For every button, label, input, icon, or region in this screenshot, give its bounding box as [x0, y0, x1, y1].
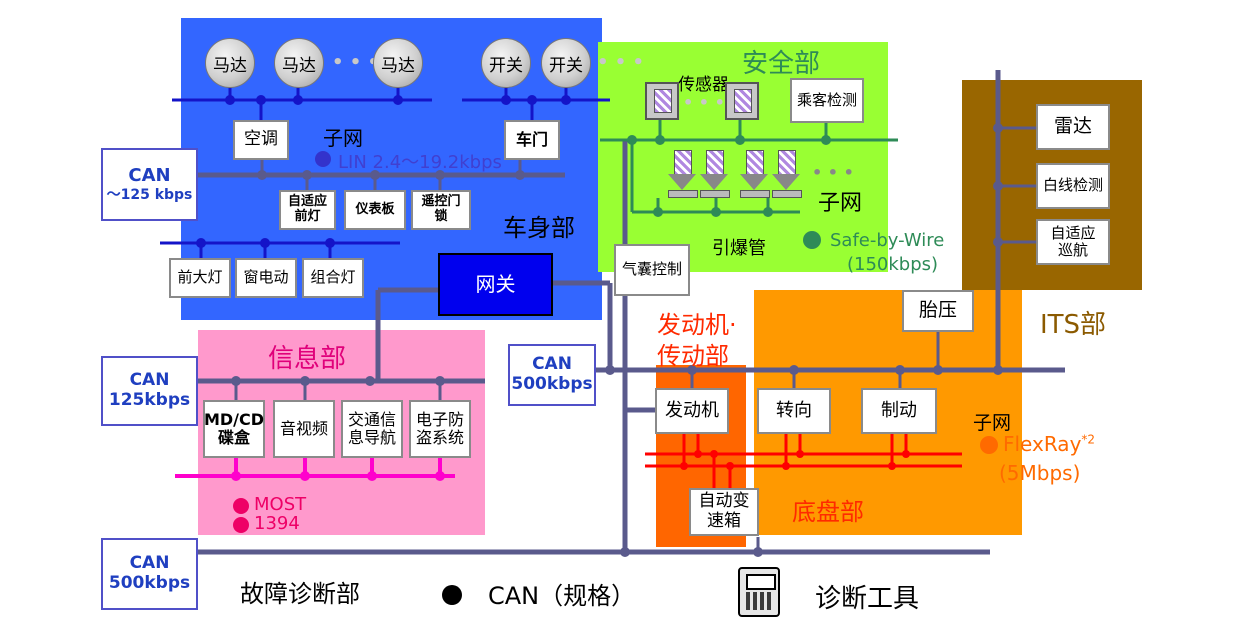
can-info-label-1: CAN	[129, 370, 170, 391]
can-diagnosis-label-2: 500kbps	[108, 573, 191, 593]
motor-node-1: 马达	[205, 38, 255, 88]
remote-lock-label-2: 锁	[434, 209, 448, 224]
safety-region-title: 安全部	[742, 49, 821, 79]
lin-bullet-icon	[315, 151, 331, 167]
detonator-ellipsis: • • •	[812, 163, 854, 182]
adaptive-cruise-label-1: 自适应	[1050, 223, 1096, 242]
motor-node-2: 马达	[274, 38, 324, 88]
most-bullet-icon	[233, 498, 249, 514]
navigation-label-1: 交通信	[347, 409, 396, 429]
remote-lock-label-1: 遥控门	[421, 194, 461, 210]
sensor-icon-1	[645, 82, 679, 120]
lin-label: LIN 2.4～19.2kbps	[338, 152, 502, 173]
switch-ellipsis: • • •	[597, 52, 645, 73]
motor-node-3: 马达	[373, 38, 423, 88]
flexray-bullet-icon	[980, 436, 998, 454]
adaptive-headlamp-node: 自适应 前灯	[279, 190, 336, 230]
auto-transmission-label-2: 速箱	[707, 511, 741, 531]
brake-node: 制动	[861, 388, 937, 434]
engine-node: 发动机	[655, 388, 729, 434]
can-info-label: CAN 125kbps	[101, 356, 198, 426]
adaptive-cruise-label-2: 巡航	[1057, 241, 1088, 259]
remote-lock-node: 遥控门 锁	[411, 190, 471, 230]
combo-lamp-node: 组合灯	[302, 258, 364, 298]
airbag-control-node: 气囊控制	[614, 244, 690, 296]
steering-node: 转向	[757, 388, 831, 434]
sensor-label: 传感器	[678, 75, 729, 95]
md-cd-label-1: MD/CD	[203, 409, 265, 429]
can-diagnosis-label-1: CAN	[129, 553, 170, 574]
safe-by-wire-speed: (150kbps)	[847, 254, 939, 275]
switch-node-2: 开关	[541, 38, 591, 88]
flexray-speed: (5Mbps)	[999, 461, 1081, 485]
chassis-region-title: 底盘部	[792, 498, 864, 526]
navigation-label-2: 息导航	[347, 428, 396, 447]
chassis-subnet-label: 子网	[973, 412, 1012, 434]
can-diagnosis-label: CAN 500kbps	[101, 538, 198, 610]
powertrain-region-title-2: 传动部	[657, 342, 729, 370]
safety-subnet-label: 子网	[818, 191, 863, 216]
diagnostic-tool-icon	[738, 567, 780, 617]
safe-by-wire-label: Safe-by-Wire	[830, 230, 945, 251]
powertrain-region-title-1: 发动机·	[657, 311, 737, 339]
adaptive-cruise-node: 自适应 巡航	[1036, 219, 1110, 265]
can-body-label-1: CAN	[128, 165, 171, 187]
auto-transmission-label-1: 自动变	[698, 491, 750, 512]
detonator-label: 引爆管	[712, 238, 766, 259]
radar-node: 雷达	[1036, 104, 1110, 150]
safe-by-wire-bullet-icon	[803, 231, 821, 249]
can-powertrain-label-1: CAN	[532, 354, 572, 375]
audio-video-node: 音视频	[273, 400, 335, 458]
body-subnet-label: 子网	[323, 126, 363, 150]
can-body-label-2: ～125 kbps	[106, 186, 193, 203]
most-label: MOST	[254, 494, 307, 515]
flexray-label: FlexRay*2	[1003, 432, 1095, 456]
can-standard-bullet-icon	[442, 585, 462, 605]
auto-transmission-node: 自动变 速箱	[689, 488, 759, 536]
sensor-ellipsis: • • •	[683, 93, 725, 112]
can-standard-label: CAN（规格）	[488, 582, 636, 610]
detonator-icon-2	[700, 150, 730, 198]
adaptive-headlamp-label-2: 前灯	[294, 209, 321, 224]
tire-pressure-node: 胎压	[902, 290, 974, 332]
can-powertrain-label: CAN 500kbps	[508, 344, 596, 406]
gateway-node[interactable]: 网关	[438, 253, 553, 316]
detonator-icon-3	[740, 150, 770, 198]
md-cd-label-2: 碟盒	[217, 428, 250, 447]
can-body-label: CAN ～125 kbps	[101, 148, 198, 221]
air-conditioner-node: 空调	[233, 120, 289, 160]
anti-theft-node: 电子防 盗系统	[409, 400, 471, 458]
motor-ellipsis: • • •	[332, 52, 380, 73]
anti-theft-label-2: 盗系统	[415, 428, 464, 447]
switch-node-1: 开关	[481, 38, 531, 88]
diagnosis-region-title: 故障诊断部	[240, 580, 360, 608]
its-region-title: ITS部	[1040, 310, 1107, 340]
diagnostic-tool-label: 诊断工具	[815, 584, 920, 614]
detonator-icon-1	[668, 150, 698, 198]
sensor-icon-2	[725, 82, 759, 120]
body-region-title: 车身部	[503, 214, 575, 242]
can-powertrain-label-2: 500kbps	[511, 374, 593, 394]
anti-theft-label-1: 电子防	[415, 409, 464, 429]
ieee1394-label: 1394	[254, 513, 300, 534]
lane-detect-node: 白线检测	[1036, 163, 1110, 209]
info-region-title: 信息部	[268, 344, 347, 374]
can-info-label-2: 125kbps	[108, 390, 191, 410]
navigation-node: 交通信 息导航	[341, 400, 403, 458]
detonator-icon-4	[772, 150, 802, 198]
headlight-node: 前大灯	[169, 258, 231, 298]
door-node: 车门	[504, 120, 560, 160]
passenger-detect-node: 乘客检测	[790, 78, 864, 123]
ieee1394-bullet-icon	[233, 517, 249, 533]
flexray-name: FlexRay	[1003, 432, 1082, 456]
adaptive-headlamp-label-1: 自适应	[287, 194, 327, 210]
power-window-node: 窗电动	[235, 258, 297, 298]
dashboard-node: 仪表板	[344, 190, 406, 230]
flexray-footnote: *2	[1081, 432, 1096, 447]
md-cd-node: MD/CD 碟盒	[203, 400, 265, 458]
